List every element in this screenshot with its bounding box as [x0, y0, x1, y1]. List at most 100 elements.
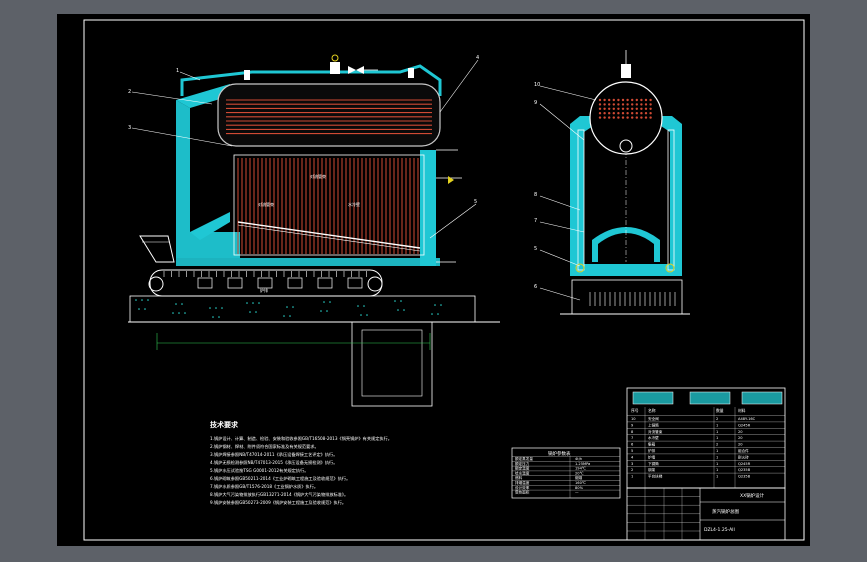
leader-2 — [131, 91, 213, 105]
leader-label-5: 5 — [474, 199, 477, 205]
bom-cell: A48Y-16C — [738, 417, 756, 421]
air-boxes — [197, 277, 363, 289]
tube-bank-label-2: 水冷壁 — [348, 201, 360, 207]
bom-cell: 10 — [631, 417, 636, 421]
hatch-dot — [184, 312, 186, 314]
bom-cell: 对流管束 — [648, 429, 663, 434]
technical-requirements: 技术要求 1.锅炉设计、计算、制造、检验、安装和验收参照GB/T16508-20… — [210, 420, 392, 506]
hatch-dot — [363, 305, 365, 307]
params-key: 排烟温度 — [515, 480, 530, 485]
bom-swatch-2 — [689, 391, 731, 405]
grate-label: 炉排 — [260, 287, 268, 293]
hatch-dot — [289, 315, 291, 317]
drum-front-tube — [608, 107, 611, 111]
params-key: 受热面积 — [515, 490, 530, 495]
drum-front-tube — [635, 103, 638, 106]
note-item: 6.锅炉砌筑参照GB50211-2014《工业炉砌筑工程施工及验收规范》执行。 — [210, 475, 350, 482]
bom-cell: 1 — [716, 423, 718, 427]
bom-cell: Q235B — [738, 475, 751, 479]
bottom-refractory — [176, 258, 440, 266]
fv-leader-10 — [539, 85, 597, 101]
drum-front-tube — [626, 116, 629, 119]
drum-front-tube — [598, 107, 602, 111]
grate-links — [163, 271, 367, 277]
drum-front-tube — [612, 98, 615, 102]
bom-cell: 安全阀 — [648, 416, 659, 421]
hatch-dot — [212, 316, 214, 318]
hatch-dot — [144, 308, 146, 310]
params-key: 燃料 — [515, 475, 523, 480]
safety-valve-2 — [356, 66, 364, 74]
drum-front-tube — [608, 116, 611, 119]
drum-front-tube — [635, 112, 638, 115]
drum-front-tube — [640, 116, 643, 119]
hatch-dot — [360, 314, 362, 316]
bom-cell: 1 — [716, 436, 718, 440]
drum-front-tube — [617, 98, 620, 102]
hatch-dot — [172, 312, 174, 314]
note-item: 2.锅炉钢材、焊材、附件须符合国家标准及有关规范要求。 — [210, 443, 319, 450]
drum-front-tube — [644, 112, 648, 115]
drum-front-tube — [649, 98, 652, 102]
note-item: 1.锅炉设计、计算、制造、检验、安装和验收参照GB/T16508-2013《锅壳… — [210, 435, 392, 442]
drum-front-tube — [635, 98, 638, 102]
bom-cell: 20 — [738, 443, 743, 447]
bom-cell: 2 — [716, 417, 718, 421]
ash-pit — [351, 321, 433, 407]
hatch-dot — [209, 307, 211, 309]
hatch-dot — [249, 311, 251, 313]
drum-front-tube — [617, 112, 620, 115]
bom-cell: 1 — [716, 468, 718, 472]
drum-front-tube — [644, 107, 648, 111]
bom-cell: 1 — [716, 475, 718, 479]
drum-front-tube — [612, 112, 615, 115]
bom-cell: 2 — [631, 468, 633, 472]
bom-cell: 3 — [631, 462, 633, 466]
params-key: 额定压力 — [515, 461, 530, 466]
tube-bank-frame — [233, 154, 425, 256]
drum-front-tube — [644, 116, 648, 119]
drum-front-tube — [603, 103, 606, 106]
leader-5 — [429, 203, 477, 239]
drum-front-tube — [635, 107, 638, 111]
params-value: — — [575, 491, 579, 495]
air-box — [197, 277, 213, 289]
bom-swatch-1 — [632, 391, 674, 405]
hatch-dot — [357, 305, 359, 307]
hatch-dot — [221, 307, 223, 309]
drum-front-tube — [598, 116, 602, 119]
drum-front-tube — [598, 103, 602, 106]
hatch-dot — [434, 304, 436, 306]
drum-front-tube — [621, 112, 625, 115]
fv-leader-7 — [539, 221, 585, 233]
hatch-dot — [141, 299, 143, 301]
note-item: 3.锅炉焊接参照NB/T47014-2011《承压设备焊接工艺评定》执行。 — [210, 451, 337, 458]
bom-cell: 20 — [738, 430, 743, 434]
hatch-dot — [178, 312, 180, 314]
hatch-dot — [138, 308, 140, 310]
drum-front-tube — [617, 116, 620, 119]
top-insulation — [180, 64, 442, 96]
leader-label-3: 3 — [128, 125, 131, 131]
drum-front-tube — [631, 103, 634, 106]
left-water-wall — [577, 129, 585, 271]
drum-front-tube — [644, 103, 648, 106]
params-value: 194℃ — [575, 467, 586, 471]
drum-front-tube — [631, 107, 634, 111]
bom-header-cell: 名称 — [648, 408, 656, 413]
side-section-view: 对流管束 水冷壁 对流管束 炉排 2 3 1 4 — [128, 54, 500, 407]
title-block-border — [626, 487, 786, 541]
bom-cell: 集箱 — [648, 442, 656, 447]
hatch-dot — [286, 306, 288, 308]
drum-front-tube — [608, 112, 611, 115]
hatch-dot — [215, 307, 217, 309]
drum-front-tube — [626, 103, 629, 106]
leader-1 — [179, 71, 201, 81]
fv-leader-label-7: 7 — [534, 218, 537, 224]
drum-front-tube — [621, 107, 625, 111]
drum-front-tube — [612, 103, 615, 106]
drum-front-tube-pattern — [598, 98, 652, 119]
